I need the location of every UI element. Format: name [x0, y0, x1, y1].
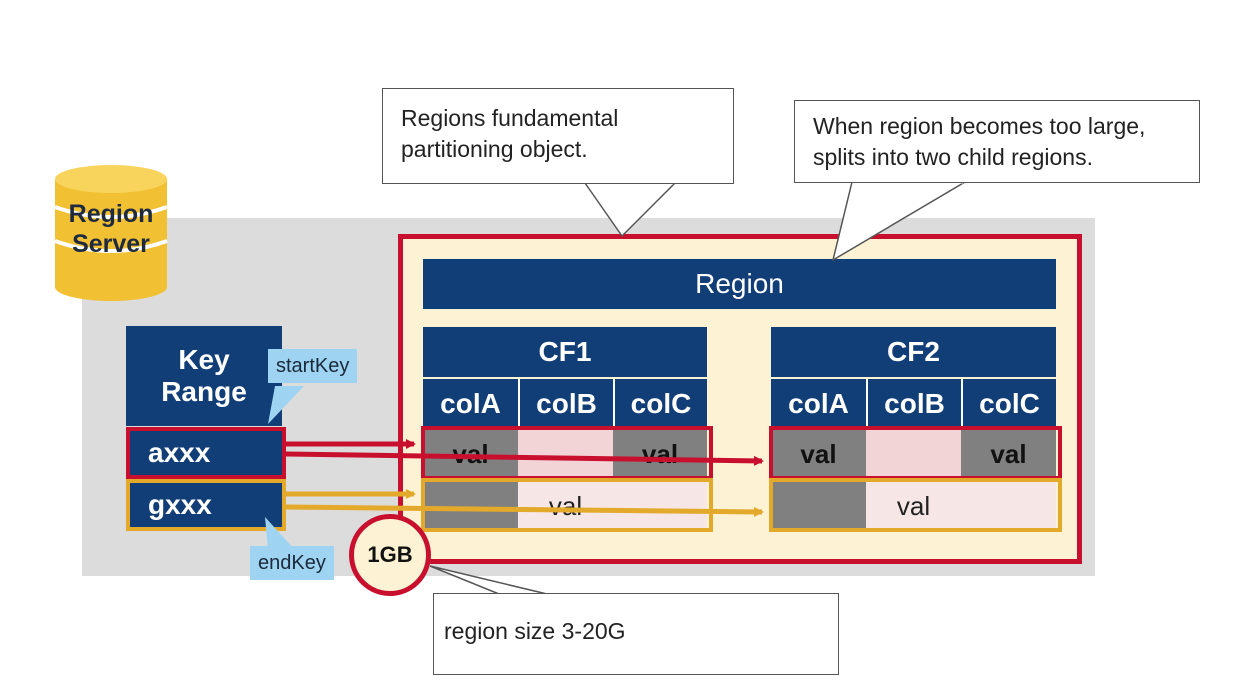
cf1-a-cell-b [518, 428, 613, 480]
key-row-gxxx: gxxx [126, 479, 286, 531]
region-server-label: Region Server [53, 199, 169, 259]
callout-regions-line2: partitioning object. [401, 136, 588, 162]
start-key-pointer [268, 386, 304, 424]
arrow-axxx-cf2 [285, 451, 764, 466]
cf1-title: CF1 [423, 327, 707, 377]
size-badge: 1GB [349, 514, 431, 596]
region-server-line2: Server [72, 230, 150, 258]
callout-size: region size 3-20G [433, 593, 839, 675]
cf1-a-cell-c: val [613, 428, 707, 480]
callout-split-line1: When region becomes too large, [813, 113, 1146, 139]
cf2-a-cell-c: val [961, 428, 1056, 480]
cf1-col-c: colC [613, 379, 707, 429]
cf2-title: CF2 [771, 327, 1056, 377]
cf2-a-cell-a: val [771, 428, 866, 480]
callout-split-line2: splits into two child regions. [813, 144, 1093, 170]
cf1-col-b: colB [518, 379, 613, 429]
cf1-row-g-frame [421, 478, 713, 532]
key-row-axxx: axxx [126, 427, 286, 479]
start-key-tag: startKey [268, 349, 358, 383]
cf2-g-cell-b: val [866, 480, 961, 532]
cf2-row-g-frame [769, 478, 1062, 532]
region-server-line1: Region [68, 200, 154, 228]
cf2-col-b: colB [866, 379, 961, 429]
cf2-a-cell-b [866, 428, 961, 480]
cf2-col-a: colA [771, 379, 866, 429]
cf1-g-cell-a [423, 480, 518, 532]
callout-size-text: region size 3-20G [444, 618, 626, 644]
end-key-pointer [265, 517, 295, 550]
callout-split: When region becomes too large, splits in… [794, 100, 1200, 183]
callout-split-tail [831, 180, 968, 262]
callout-size-pointer [429, 565, 548, 595]
cf1-g-cell-c [613, 480, 707, 532]
callout-regions-line1: Regions fundamental [401, 105, 619, 131]
cf2-g-cell-c [961, 480, 1056, 532]
cf1-col-a: colA [423, 379, 518, 429]
key-range-line2: Range [161, 376, 247, 407]
region-title: Region [423, 259, 1056, 309]
database-icon [54, 165, 168, 301]
cf2-g-cell-a [771, 480, 866, 532]
cf2-col-c: colC [961, 379, 1056, 429]
key-range-header: Key Range [126, 326, 282, 426]
cf1-g-cell-b: val [518, 480, 613, 532]
key-range-line1: Key [178, 344, 230, 375]
callout-regions-tail [583, 181, 677, 238]
end-key-tag: endKey [250, 546, 334, 580]
callout-regions: Regions fundamental partitioning object. [382, 88, 734, 184]
arrow-gxxx-cf2 [285, 504, 764, 517]
